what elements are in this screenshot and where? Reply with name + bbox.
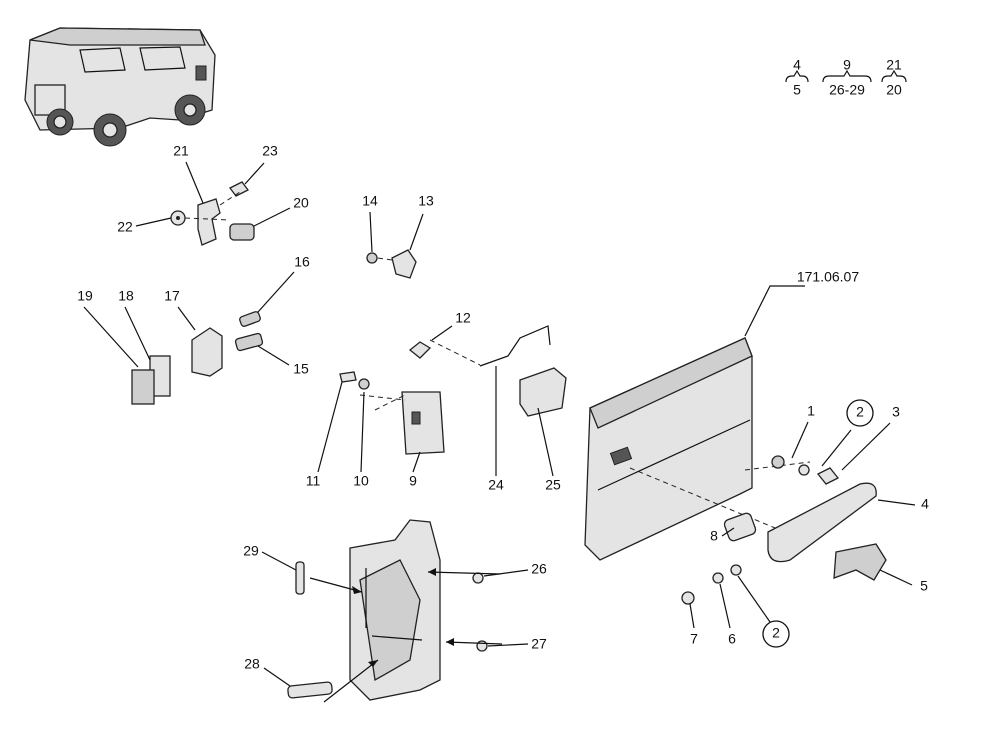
callout-2: 2 — [856, 404, 864, 420]
callout-1: 1 — [807, 403, 815, 419]
callout-10: 10 — [353, 473, 369, 489]
callout-labels: 1 2 3 4 5 6 7 8 2 9 10 11 12 13 14 15 16… — [77, 143, 929, 672]
callout-9: 9 — [409, 473, 417, 489]
callout-28: 28 — [244, 656, 260, 672]
callout-6: 6 — [728, 631, 736, 647]
callout-16: 16 — [294, 254, 310, 270]
callout-15: 15 — [293, 361, 309, 377]
callout-11: 11 — [306, 473, 321, 489]
callout-26: 26 — [531, 561, 547, 577]
striker-assembly — [131, 311, 264, 405]
callout-24: 24 — [488, 477, 504, 493]
legend: 4 5 9 26-29 21 20 — [785, 57, 907, 98]
callout-20: 20 — [293, 195, 309, 211]
callout-8: 8 — [710, 528, 718, 544]
callout-12: 12 — [455, 310, 471, 326]
vehicle-thumbnail — [24, 27, 216, 147]
legend-bottom: 20 — [886, 82, 902, 98]
callout-7: 7 — [690, 631, 698, 647]
circled-callout — [762, 620, 790, 648]
callout-17: 17 — [164, 288, 180, 304]
door-panel — [584, 337, 811, 561]
latch-pin — [366, 249, 417, 279]
callout-21: 21 — [173, 143, 189, 159]
callout-27: 27 — [531, 636, 547, 652]
bracket-assembly — [170, 181, 255, 246]
callout-19: 19 — [77, 288, 93, 304]
callout-4: 4 — [921, 496, 929, 512]
callout-14: 14 — [362, 193, 378, 209]
door-handle — [681, 455, 887, 605]
callout-13: 13 — [418, 193, 434, 209]
reference-number: 171.06.07 — [797, 269, 859, 285]
lock-body — [287, 519, 503, 703]
legend-top: 21 — [886, 57, 902, 73]
callout-5: 5 — [920, 578, 928, 594]
callout-22: 22 — [117, 219, 133, 235]
callout-3: 3 — [892, 404, 900, 420]
legend-bottom: 5 — [793, 82, 801, 98]
leader-lines — [83, 161, 916, 687]
rod-and-handle — [479, 325, 567, 417]
circled-callout — [846, 399, 874, 427]
legend-bottom: 26-29 — [829, 82, 865, 98]
callout-25: 25 — [545, 477, 561, 493]
callout-23: 23 — [262, 143, 278, 159]
legend-top: 9 — [843, 57, 851, 73]
callout-2: 2 — [772, 625, 780, 641]
lock-mechanism-plate — [339, 339, 481, 455]
legend-top: 4 — [793, 57, 801, 73]
callout-29: 29 — [243, 543, 259, 559]
callout-18: 18 — [118, 288, 134, 304]
